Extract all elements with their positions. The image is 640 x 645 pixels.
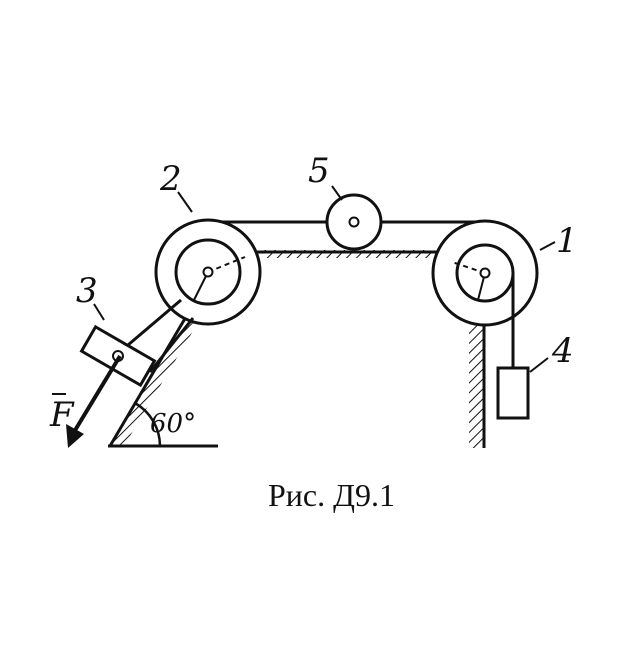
- ceiling-hatch: [262, 250, 432, 258]
- force-arrow: [52, 354, 122, 448]
- weight-4: [496, 366, 530, 420]
- label-force: F: [49, 395, 75, 435]
- right-wall-hatch: [469, 318, 483, 448]
- incline-hatch: [110, 310, 202, 446]
- label-slider-3: 3: [76, 271, 98, 311]
- figure-caption: Рис. Д9.1: [268, 477, 395, 513]
- wheel-1: [431, 219, 539, 327]
- label-wheel-5: 5: [308, 151, 330, 191]
- label-wheel-2: 2: [159, 159, 182, 199]
- wheel-2: [154, 218, 262, 326]
- wheel-5: [325, 193, 383, 251]
- angle-arc: [134, 401, 162, 447]
- label-angle: 60°: [150, 409, 196, 439]
- label-wheel-1: 1: [556, 221, 578, 261]
- ground-supports: [108, 250, 486, 448]
- label-weight-4: 4: [551, 331, 574, 371]
- incline-rope: [127, 298, 195, 373]
